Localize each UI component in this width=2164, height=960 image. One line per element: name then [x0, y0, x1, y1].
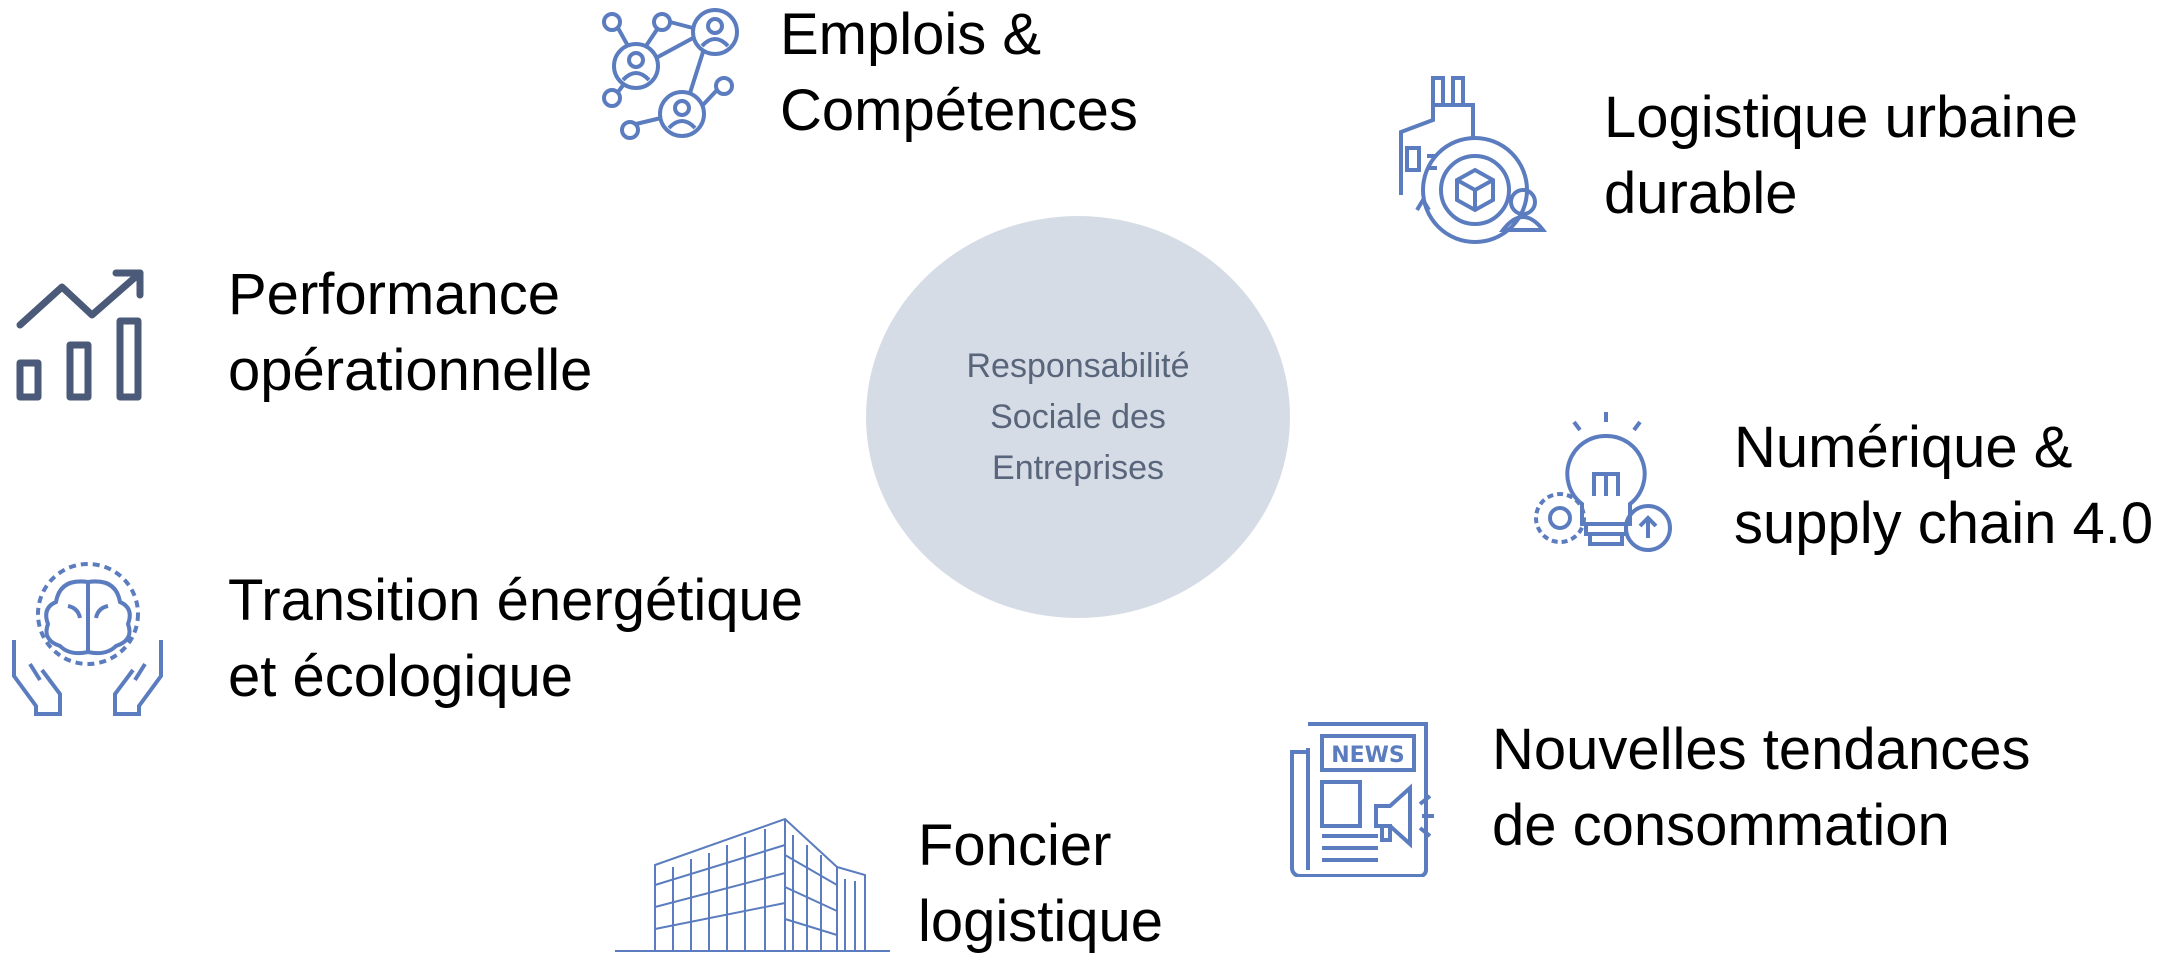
- growth-chart-icon: [14, 265, 146, 403]
- building-icon: [615, 815, 890, 953]
- brain-hands-icon: [10, 562, 165, 717]
- innovation-bulb-icon: [1528, 410, 1673, 565]
- topic-label-transition: Transition énergétique et écologique: [228, 568, 803, 709]
- topic-label-foncier: Foncier logistique: [918, 813, 1164, 954]
- topic-label-emplois: Emplois & Compétences: [780, 2, 1138, 143]
- urban-logistics-icon: [1393, 70, 1548, 250]
- news-megaphone-icon: NEWS: [1290, 722, 1445, 877]
- network-people-icon: [600, 8, 740, 143]
- topic-label-tendances: Nouvelles tendances de consommation: [1492, 717, 2031, 858]
- center-line-2: Sociale des: [990, 397, 1166, 436]
- topic-label-performance: Performance opérationnelle: [228, 262, 593, 403]
- svg-text:NEWS: NEWS: [1331, 743, 1405, 768]
- center-line-3: Entreprises: [992, 448, 1164, 487]
- center-line-1: Responsabilité: [966, 346, 1190, 385]
- topic-label-logistique-urbaine: Logistique urbaine durable: [1604, 85, 2079, 226]
- topic-label-numerique: Numérique & supply chain 4.0: [1734, 415, 2154, 556]
- center-circle: Responsabilité Sociale des Entreprises: [866, 216, 1290, 618]
